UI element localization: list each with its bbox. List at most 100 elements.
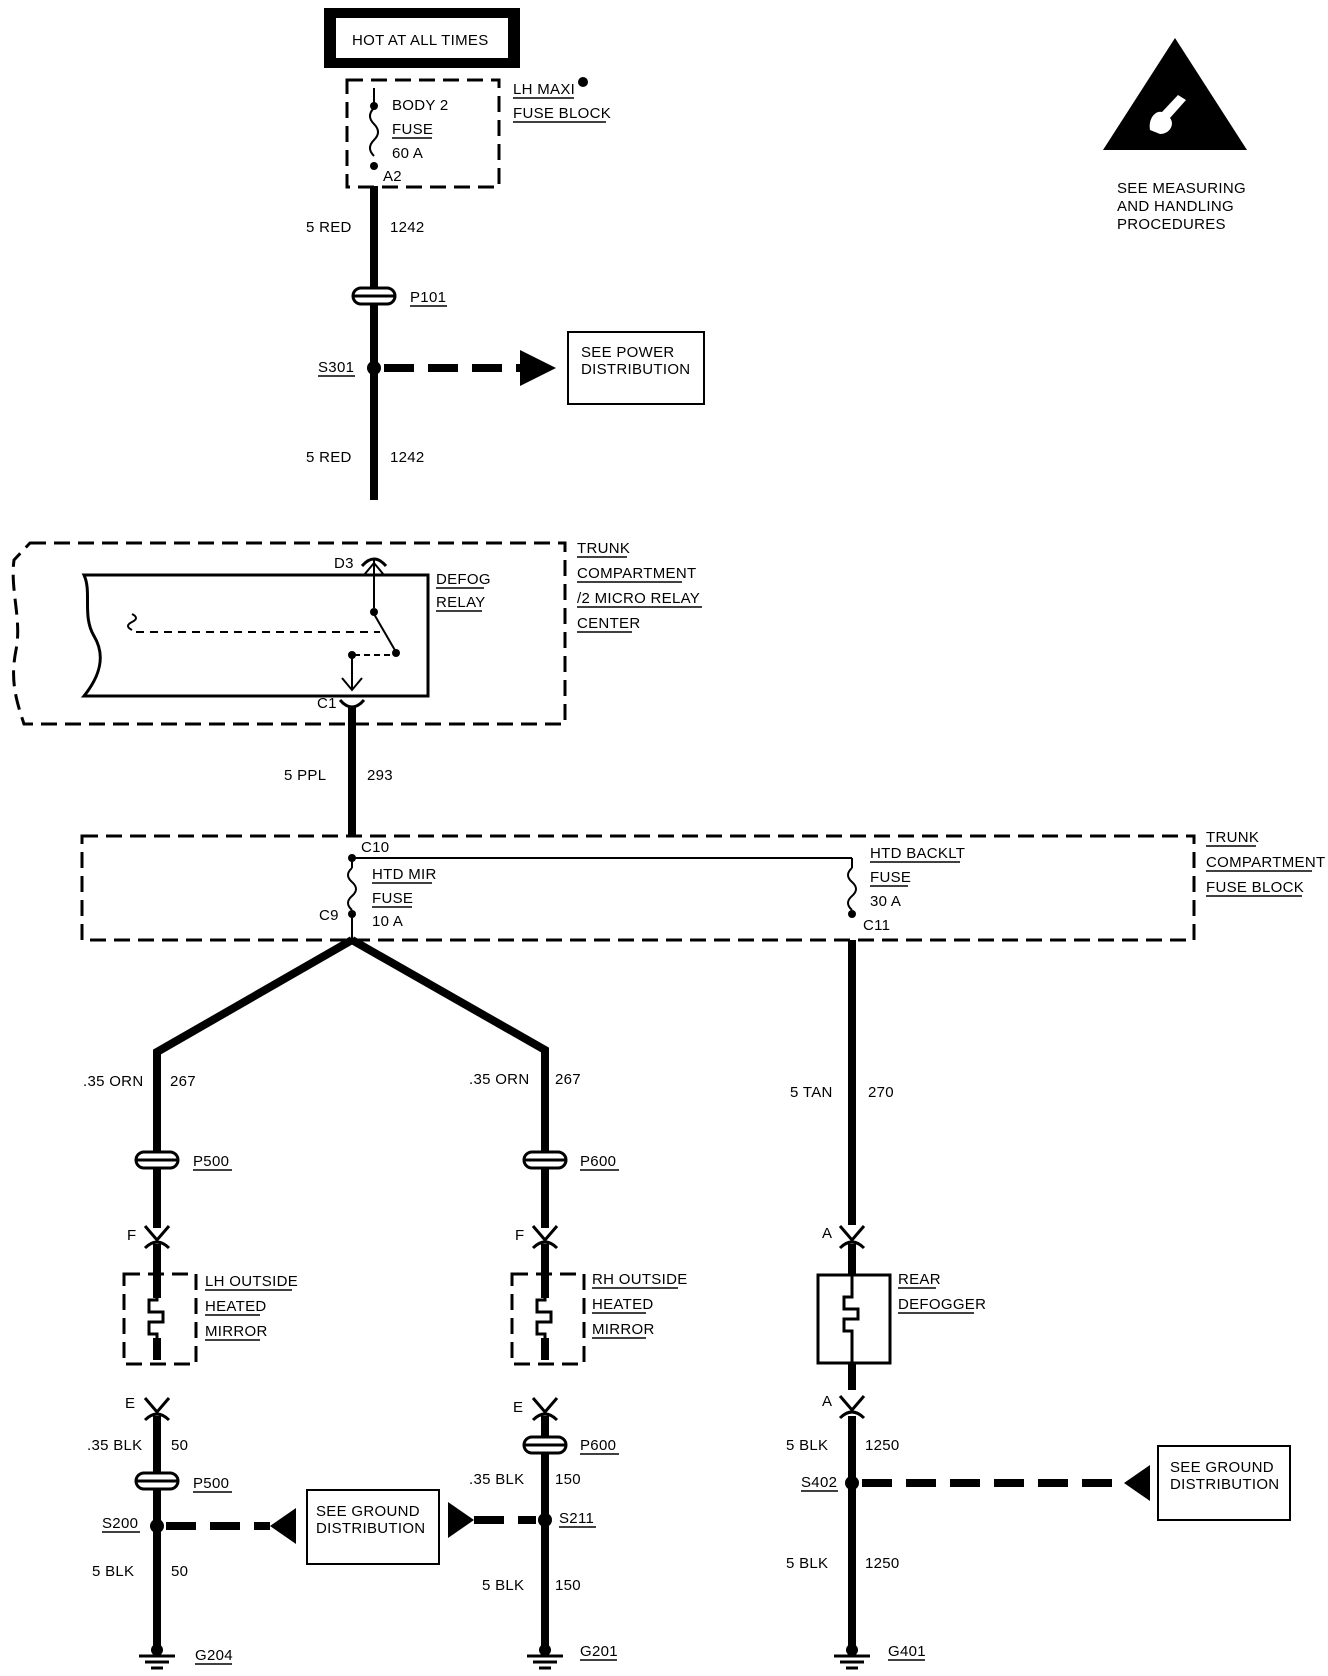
trunk-fuse-block-label-3: FUSE BLOCK xyxy=(1206,879,1304,896)
rh-mirror-label-2: HEATED xyxy=(592,1296,654,1313)
ground-ref-mid-left-arrow xyxy=(270,1508,296,1544)
wire-1242-upper-color: 5 RED xyxy=(306,219,352,236)
wire-293-color: 5 PPL xyxy=(284,767,326,784)
body2-fuse xyxy=(369,88,379,170)
wire-1250-lower-circuit: 1250 xyxy=(865,1555,900,1572)
wire-150-upper-color: .35 BLK xyxy=(469,1471,524,1488)
ground-ref-right-arrow xyxy=(1124,1465,1150,1501)
relay-center-label-2: COMPARTMENT xyxy=(577,565,696,582)
wire-150-lower-circuit: 150 xyxy=(555,1577,581,1594)
rh-mirror-heater-gap xyxy=(538,1298,552,1338)
wire-50-upper-color: .35 BLK xyxy=(87,1437,142,1454)
splice-s200-label: S200 xyxy=(102,1515,138,1532)
wire-267-left-color: .35 ORN xyxy=(83,1073,143,1090)
relay-center-label-3: /2 MICRO RELAY xyxy=(577,590,700,607)
lh-mirror-label-2: HEATED xyxy=(205,1298,267,1315)
connector-f-left-label: F xyxy=(127,1227,136,1244)
wire-270-circuit: 270 xyxy=(868,1084,894,1101)
power-ref-arrow xyxy=(520,350,556,386)
power-ref-line-1: SEE POWER xyxy=(581,344,675,361)
connector-e-right-symbol xyxy=(531,1397,559,1415)
rh-mirror-label-1: RH OUTSIDE xyxy=(592,1271,688,1288)
htd-backlt-fuse-rating: 30 A xyxy=(870,893,901,910)
defog-relay-body xyxy=(80,573,430,698)
hot-at-all-times-box: HOT AT ALL TIMES xyxy=(324,8,520,68)
relay-center-label-4: CENTER xyxy=(577,615,640,632)
esd-text-2: AND HANDLING xyxy=(1117,198,1234,215)
connector-p600-upper xyxy=(522,1150,568,1170)
wire-50-lower-color: 5 BLK xyxy=(92,1563,134,1580)
lh-mirror-label-3: MIRROR xyxy=(205,1323,268,1340)
rear-defogger-grid-icon xyxy=(842,1275,860,1363)
wire-150-lower-color: 5 BLK xyxy=(482,1577,524,1594)
htd-mir-fuse xyxy=(347,860,357,918)
trunk-fuse-block-label-2: COMPARTMENT xyxy=(1206,854,1325,871)
wire-267-right xyxy=(350,936,549,1155)
wire-1242-upper-circuit: 1242 xyxy=(390,219,425,236)
wire-267-left xyxy=(153,936,354,1155)
connector-f-right-symbol xyxy=(531,1225,559,1243)
lh-mirror-heater-element xyxy=(147,1296,165,1340)
connector-c9-label: C9 xyxy=(319,907,339,924)
relay-coil xyxy=(127,613,137,631)
ground-ref-mid-line-2: DISTRIBUTION xyxy=(316,1520,425,1537)
splice-s200 xyxy=(150,1519,164,1533)
connector-f-left-symbol xyxy=(143,1225,171,1243)
splice-s211 xyxy=(538,1513,552,1527)
ground-g204-icon xyxy=(139,1644,175,1670)
relay-label-2: RELAY xyxy=(436,594,486,611)
htd-mir-fuse-rating: 10 A xyxy=(372,913,403,930)
hot-label: HOT AT ALL TIMES xyxy=(352,32,489,49)
connector-f-right-label: F xyxy=(515,1227,524,1244)
htd-backlt-fuse-label-1: HTD BACKLT xyxy=(870,845,965,862)
connector-a-upper-label: A xyxy=(822,1225,832,1242)
ground-ref-right-line-2: DISTRIBUTION xyxy=(1170,1476,1279,1493)
wire-293-circuit: 293 xyxy=(367,767,393,784)
ground-g401-label: G401 xyxy=(888,1643,926,1660)
lh-mirror-outline xyxy=(122,1272,198,1366)
ground-g401-icon xyxy=(834,1644,870,1670)
htd-backlt-fuse xyxy=(847,858,857,918)
wire-1250-lower-color: 5 BLK xyxy=(786,1555,828,1572)
connector-c1-symbol xyxy=(338,698,366,709)
maxi-fuse-block-outline xyxy=(345,78,501,189)
connector-c11-label: C11 xyxy=(863,917,890,934)
maxi-fuse-block-label-1: LH MAXI xyxy=(513,81,575,98)
wire-267-left-circuit: 267 xyxy=(170,1073,196,1090)
wire-150-upper-circuit: 150 xyxy=(555,1471,581,1488)
connector-c1-label: C1 xyxy=(317,695,337,712)
splice-s402-label: S402 xyxy=(801,1474,837,1491)
rh-mirror-outline xyxy=(510,1272,586,1366)
wire-267-right-circuit: 267 xyxy=(555,1071,581,1088)
lh-mirror-heater-gap xyxy=(150,1298,164,1338)
wire-50-lower-circuit: 50 xyxy=(171,1563,188,1580)
connector-e-left-label: E xyxy=(125,1395,135,1412)
connector-p500-upper xyxy=(134,1150,180,1170)
wire-1242-lower-circuit: 1242 xyxy=(390,449,425,466)
ground-ref-right-line-1: SEE GROUND xyxy=(1170,1459,1274,1476)
rear-defogger-label-1: REAR xyxy=(898,1271,941,1288)
esd-warning-icon xyxy=(1103,38,1247,150)
rear-defogger-label-2: DEFOGGER xyxy=(898,1296,986,1313)
relay-switch-arm xyxy=(373,613,397,653)
rh-mirror-heater-element xyxy=(535,1296,553,1340)
maxi-fuse-block-note-dot xyxy=(578,77,588,87)
connector-p600-lower xyxy=(522,1435,568,1455)
wire-1242-lower-color: 5 RED xyxy=(306,449,352,466)
wire-50-upper-circuit: 50 xyxy=(171,1437,188,1454)
wire-267-right-color: .35 ORN xyxy=(469,1071,529,1088)
ground-g201-label: G201 xyxy=(580,1643,618,1660)
connector-p101-label: P101 xyxy=(410,289,446,306)
connector-e-right-label: E xyxy=(513,1399,523,1416)
lh-mirror-label-1: LH OUTSIDE xyxy=(205,1273,298,1290)
ground-g201-icon xyxy=(527,1644,563,1670)
ground-ref-mid-line-1: SEE GROUND xyxy=(316,1503,420,1520)
rh-mirror-label-3: MIRROR xyxy=(592,1321,655,1338)
connector-a-upper-symbol xyxy=(838,1225,866,1243)
trunk-fuse-block-outline xyxy=(80,834,1196,942)
terminal-a2: A2 xyxy=(383,168,402,185)
body2-fuse-rating: 60 A xyxy=(392,145,423,162)
connector-p500-upper-label: P500 xyxy=(193,1153,229,1170)
wire-1250-upper-circuit: 1250 xyxy=(865,1437,900,1454)
relay-center-label-1: TRUNK xyxy=(577,540,630,557)
